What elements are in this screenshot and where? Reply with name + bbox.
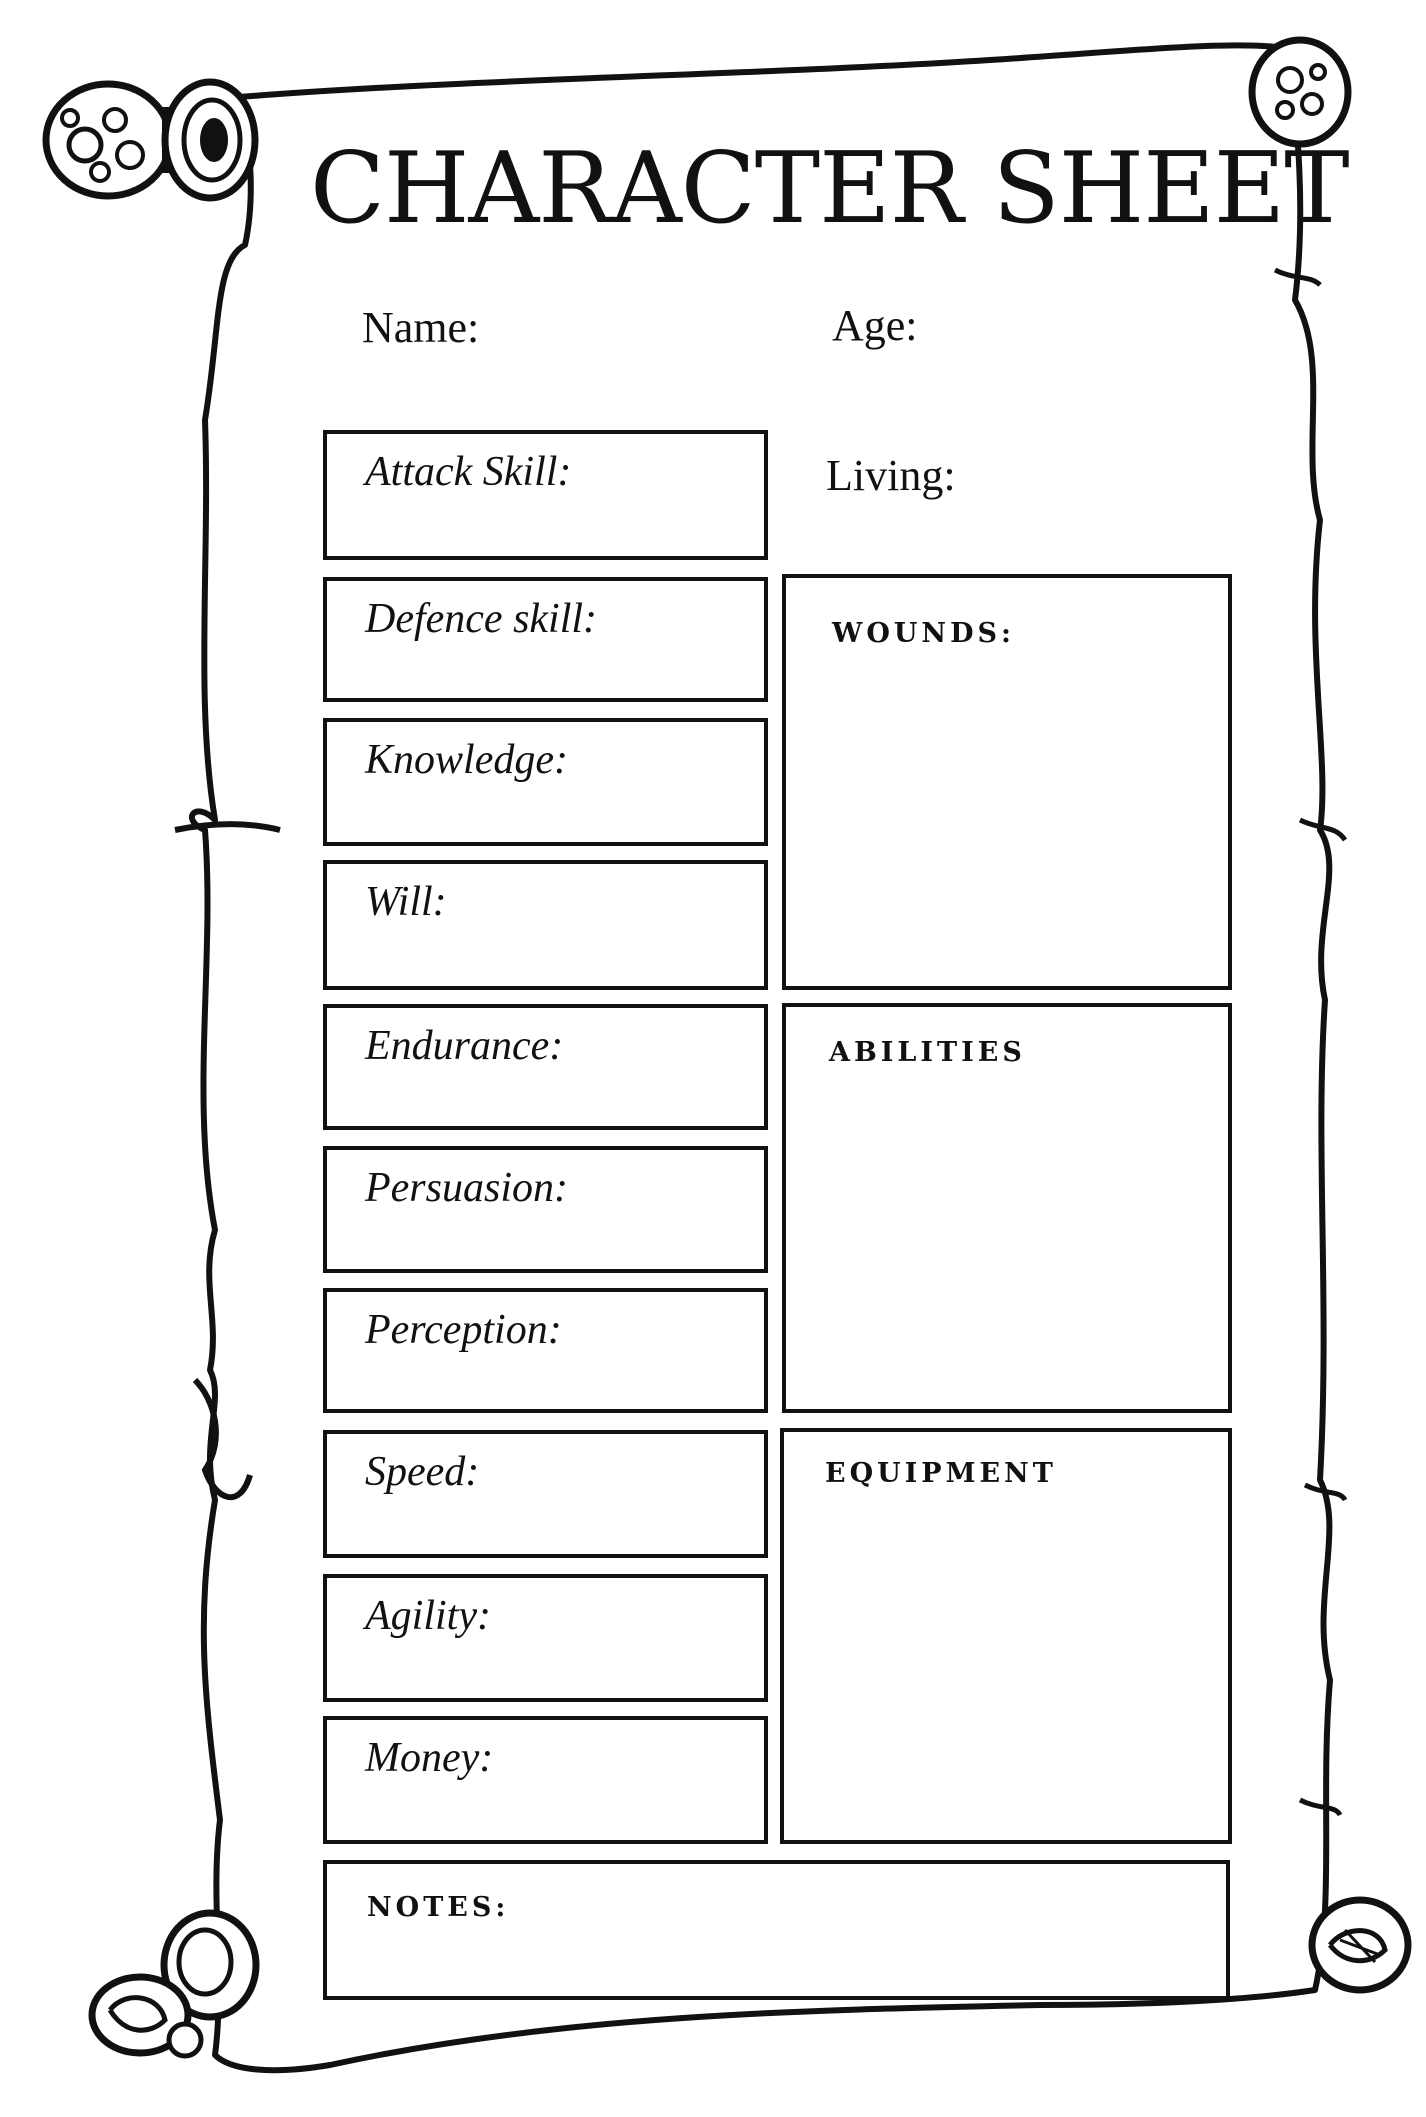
equipment-label: EQUIPMENT [825, 1458, 1057, 1489]
equipment-panel[interactable]: EQUIPMENT [780, 1428, 1232, 1844]
stat-label: Persuasion: [365, 1165, 568, 1211]
tear-mark [174, 821, 281, 833]
tear-mark [1298, 817, 1348, 842]
stat-label: Money: [365, 1735, 494, 1781]
notes-label: NOTES: [367, 1892, 510, 1923]
stat-box-knowledge[interactable]: Knowledge: [323, 718, 768, 846]
top-right-scroll-roller [1248, 36, 1352, 148]
parchment-outline [189, 42, 1333, 2074]
sheet-title: CHARACTER SHEET [310, 132, 1350, 246]
stat-box-agility[interactable]: Agility: [323, 1574, 768, 1702]
wounds-label: WOUNDS: [832, 618, 1015, 649]
stat-label: Agility: [365, 1593, 491, 1639]
tear-mark [1303, 1482, 1348, 1502]
stat-label: Perception: [365, 1307, 562, 1353]
stat-label: Attack Skill: [365, 449, 572, 495]
tear-mark [192, 1377, 253, 1500]
age-field-label[interactable]: Age: [832, 301, 918, 350]
stat-box-perception[interactable]: Perception: [323, 1288, 768, 1413]
bottom-right-scroll-roller [1308, 1896, 1412, 1994]
stat-box-attack-skill[interactable]: Attack Skill: [323, 430, 768, 560]
name-field-label[interactable]: Name: [362, 303, 480, 352]
stat-box-speed[interactable]: Speed: [323, 1430, 768, 1558]
stat-box-will[interactable]: Will: [323, 860, 768, 990]
stat-box-defence-skill[interactable]: Defence skill: [323, 577, 768, 702]
stat-label: Will: [365, 879, 447, 925]
abilities-panel[interactable]: ABILITIES [782, 1003, 1232, 1413]
abilities-label: ABILITIES [829, 1037, 1026, 1068]
tear-mark [1273, 267, 1322, 287]
top-left-scroll-roller [42, 78, 259, 202]
wounds-panel[interactable]: WOUNDS: [782, 574, 1232, 990]
stat-box-persuasion[interactable]: Persuasion: [323, 1146, 768, 1273]
stat-label: Defence skill: [365, 596, 598, 642]
living-field-label[interactable]: Living: [826, 451, 956, 500]
stat-label: Knowledge: [365, 737, 568, 783]
tear-mark [1298, 1797, 1343, 1817]
stat-label: Endurance: [365, 1023, 564, 1069]
stat-box-money[interactable]: Money: [323, 1716, 768, 1844]
stat-box-endurance[interactable]: Endurance: [323, 1004, 768, 1130]
bottom-left-scroll-roller [88, 1909, 260, 2059]
stat-label: Speed: [365, 1449, 480, 1495]
notes-panel[interactable]: NOTES: [323, 1860, 1230, 2000]
